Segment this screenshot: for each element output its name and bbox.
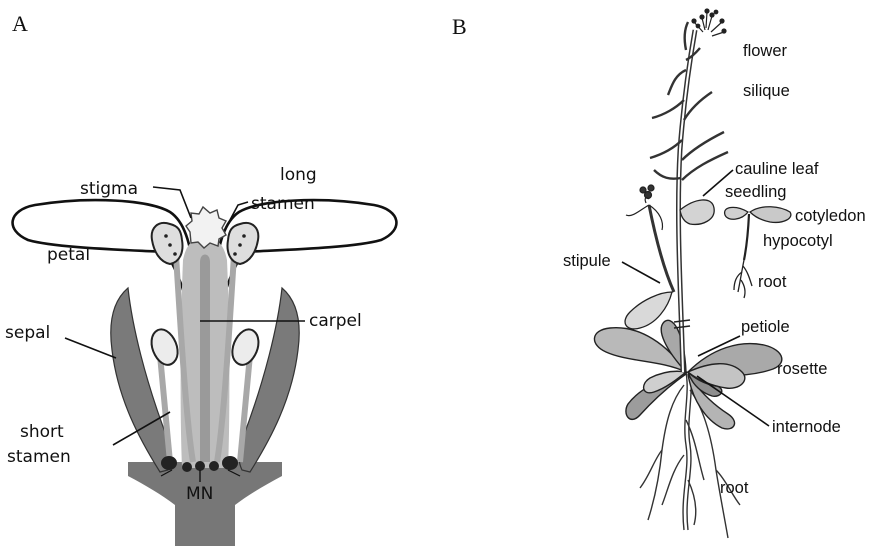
- panel-a-letter: A: [12, 11, 28, 36]
- label-silique: silique: [743, 82, 790, 100]
- stipule-leader-line: [622, 262, 660, 283]
- label-short-stamen-line1: short: [20, 422, 64, 442]
- label-root-main: root: [720, 479, 749, 497]
- rosette: [594, 320, 781, 429]
- label-carpel: carpel: [309, 311, 362, 331]
- lateral-inflorescence: [626, 185, 662, 230]
- label-cotyledon: cotyledon: [795, 207, 866, 225]
- panel-b: B: [452, 9, 866, 538]
- receptacle: [128, 462, 282, 546]
- label-stigma: stigma: [80, 179, 138, 199]
- label-root-seedling: root: [758, 273, 787, 291]
- label-cauline-leaf: cauline leaf: [735, 160, 819, 178]
- label-stipule: stipule: [563, 252, 611, 270]
- petal-right: [209, 200, 396, 338]
- label-flower: flower: [743, 42, 788, 60]
- label-petal: petal: [47, 245, 90, 265]
- label-seedling: seedling: [725, 183, 786, 201]
- label-petiole: petiole: [741, 318, 790, 336]
- petal-left: [13, 200, 200, 338]
- anther-long-right: [228, 223, 259, 264]
- label-mn: MN: [186, 484, 213, 504]
- label-short-stamen-line2: stamen: [7, 447, 71, 467]
- label-long-stamen-line2: stamen: [251, 194, 315, 214]
- siliques: [650, 22, 728, 180]
- label-internode: internode: [772, 418, 841, 436]
- anther-short-left: [152, 329, 178, 364]
- anther-long-left: [152, 223, 183, 264]
- anther-short-right: [232, 329, 258, 364]
- panel-a: A: [5, 11, 396, 546]
- label-hypocotyl: hypocotyl: [763, 232, 833, 250]
- carpel-center: [200, 255, 210, 463]
- label-sepal: sepal: [5, 323, 50, 343]
- cauline-leaf-upper: [680, 200, 714, 224]
- label-rosette: rosette: [777, 360, 827, 378]
- panel-b-letter: B: [452, 14, 467, 39]
- label-long-stamen-line1: long: [280, 165, 317, 185]
- sepal-leader-line: [65, 338, 116, 358]
